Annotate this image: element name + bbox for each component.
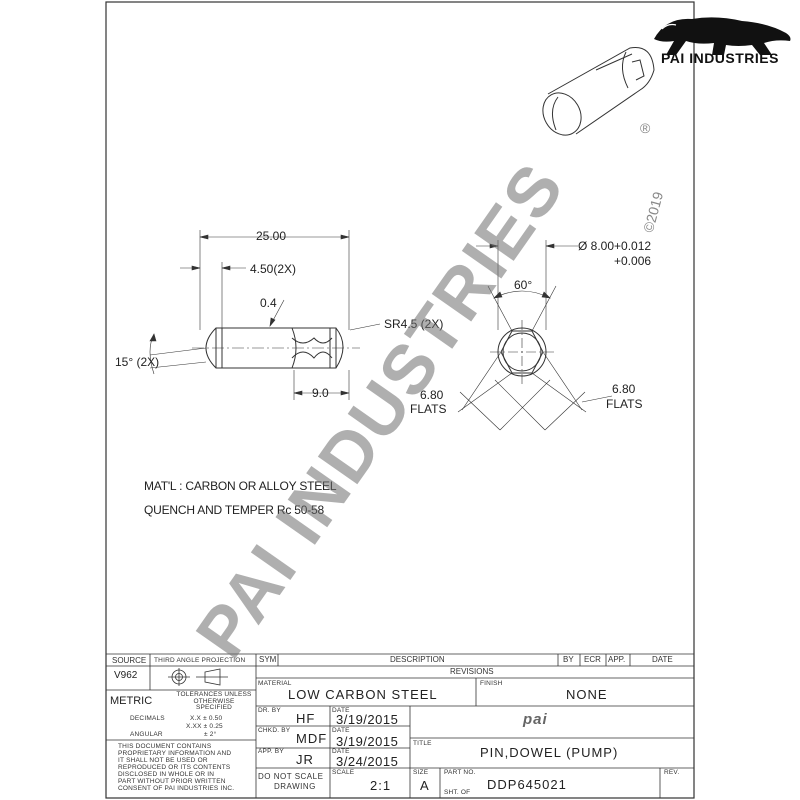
end-view-dimensions xyxy=(457,240,613,431)
title-value: PIN,DOWEL (PUMP) xyxy=(480,745,619,760)
proprietary-line-7: CONSENT OF PAI INDUSTRIES INC. xyxy=(118,785,235,792)
proprietary-line-5: DISCLOSED IN WHOLE OR IN xyxy=(118,771,215,778)
tolerance-xxx: X.XX ± 0.25 xyxy=(186,723,223,730)
registered-mark: ® xyxy=(640,120,651,136)
dim-chamfer-length: 4.50(2X) xyxy=(250,262,297,276)
ecr-label: ECR xyxy=(584,655,601,664)
finish-value: NONE xyxy=(566,687,608,702)
app-date-value: 3/24/2015 xyxy=(336,754,399,769)
dr-by-label: DR. BY xyxy=(258,707,281,714)
sheet-border xyxy=(105,1,695,799)
decimals-label: DECIMALS xyxy=(130,715,165,722)
dr-date-value: 3/19/2015 xyxy=(336,712,399,727)
tolerance-angular: ± 2° xyxy=(204,731,217,738)
date-label: DATE xyxy=(652,655,673,664)
app-by-value: JR xyxy=(296,752,314,767)
revisions-label: REVISIONS xyxy=(450,667,494,676)
tolerances-label: TOLERANCES UNLESS OTHERWISE SPECIFIED xyxy=(176,691,252,711)
proprietary-line-3: IT SHALL NOT BE USED OR xyxy=(118,757,208,764)
do-not-scale-1: DO NOT SCALE xyxy=(258,772,324,781)
dim-flats-right-label: FLATS xyxy=(606,397,643,411)
tolerance-xx: X.X ± 0.50 xyxy=(190,715,223,722)
note-treatment: QUENCH AND TEMPER Rc 50-58 xyxy=(144,503,324,517)
projection-label: THIRD ANGLE PROJECTION xyxy=(154,657,246,664)
angular-label: ANGULAR xyxy=(130,731,163,738)
source-label: SOURCE xyxy=(112,656,147,665)
rev-label: REV. xyxy=(664,769,680,776)
dim-flats-right-value: 6.80 xyxy=(612,382,636,396)
part-no-label: PART NO. xyxy=(444,769,476,776)
pin-side-view xyxy=(192,327,360,369)
chkd-date-value: 3/19/2015 xyxy=(336,734,399,749)
app-label: APP. xyxy=(608,655,626,664)
pin-isometric-view xyxy=(542,46,655,136)
proprietary-line-4: REPRODUCED OR ITS CONTENTS xyxy=(118,764,231,771)
title-label: TITLE xyxy=(413,740,432,747)
part-no-value: DDP645021 xyxy=(487,777,567,792)
dim-flats-left-value: 6.80 xyxy=(420,388,444,402)
material-label: MATERIAL xyxy=(258,680,292,687)
by-label: BY xyxy=(563,655,574,664)
material-value: LOW CARBON STEEL xyxy=(288,687,438,702)
pai-small-logo: pai xyxy=(523,711,548,728)
source-value: V962 xyxy=(114,670,138,681)
dim-diameter: Ø 8.00+0.012 xyxy=(578,239,652,253)
dr-date-label: DATE xyxy=(332,707,350,714)
dim-angle: 15° (2X) xyxy=(115,355,160,369)
sheet-label: SHT. OF xyxy=(444,789,471,796)
finish-label: FINISH xyxy=(480,680,503,687)
app-date-label: DATE xyxy=(332,748,350,755)
dim-sphere-radius: SR4.5 (2X) xyxy=(384,317,444,331)
chkd-by-value: MDF xyxy=(296,731,328,746)
scale-value: 2:1 xyxy=(370,778,392,793)
dim-edge-break: 0.4 xyxy=(260,296,277,310)
proprietary-line-6: PART WITHOUT PRIOR WRITTEN xyxy=(118,778,226,785)
dim-flat-length: 9.0 xyxy=(312,386,329,400)
dim-diameter-lower: +0.006 xyxy=(614,254,652,268)
description-label: DESCRIPTION xyxy=(390,655,445,664)
do-not-scale-2: DRAWING xyxy=(274,782,316,791)
sym-label: SYM xyxy=(259,655,277,664)
dim-overall-length: 25.00 xyxy=(256,229,287,243)
size-label: SIZE xyxy=(413,769,429,776)
scale-label: SCALE xyxy=(332,769,355,776)
company-name: PAI INDUSTRIES xyxy=(661,50,779,66)
panther-logo-icon xyxy=(654,17,791,55)
third-angle-projection-symbol xyxy=(168,668,228,686)
side-view-dimensions xyxy=(149,230,381,400)
size-value: A xyxy=(420,778,430,793)
dim-flat-angle: 60° xyxy=(514,278,533,292)
chkd-date-label: DATE xyxy=(332,727,350,734)
note-material: MAT'L : CARBON OR ALLOY STEEL xyxy=(144,479,337,493)
chkd-by-label: CHKD. BY xyxy=(258,727,291,734)
proprietary-line-2: PROPRIETARY INFORMATION AND xyxy=(118,750,232,757)
proprietary-line-1: THIS DOCUMENT CONTAINS xyxy=(118,743,212,750)
metric-label: METRIC xyxy=(110,695,153,707)
dr-by-value: HF xyxy=(296,711,316,726)
app-by-label: APP. BY xyxy=(258,748,284,755)
dim-flats-left-label: FLATS xyxy=(410,402,447,416)
